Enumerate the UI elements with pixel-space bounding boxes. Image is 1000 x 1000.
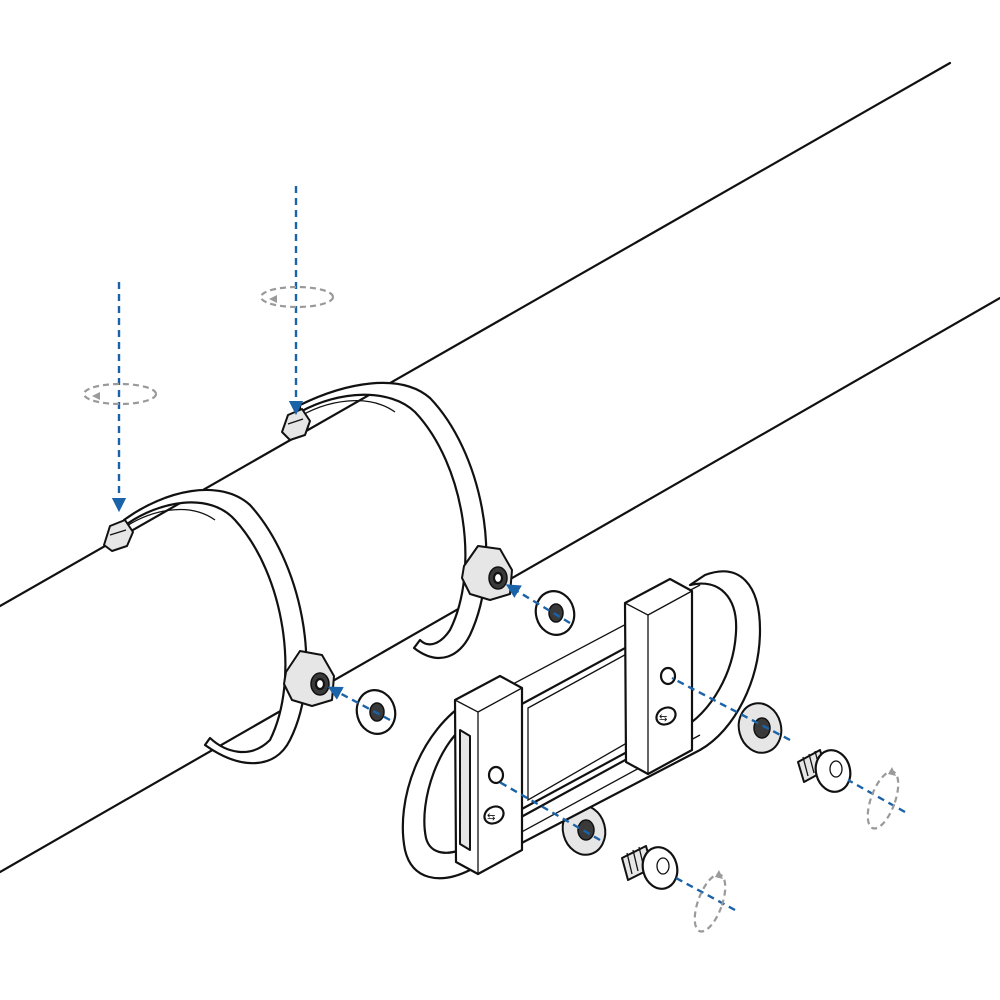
button-head-bolt-upper (797, 749, 852, 793)
bracket-plate-right: ⇆ (623, 577, 694, 776)
button-head-bolt-lower (621, 845, 679, 890)
clamp-band-left (117, 488, 308, 765)
washer-c (737, 702, 783, 754)
bracket-plate-left: ⇆ (453, 674, 524, 876)
clamp-nut-left (283, 650, 335, 707)
clamp-band-right (293, 381, 488, 660)
swap-icon: ⇆ (487, 812, 495, 823)
clamp-tab-right (281, 408, 311, 441)
rotation-arrow-icon (866, 767, 900, 830)
rotation-arrow-icon (693, 870, 727, 933)
rotation-arrow-icon (82, 382, 158, 406)
rotation-arrow-icon (259, 285, 335, 309)
axis-arrow-icon (327, 584, 906, 912)
swap-icon: ⇆ (659, 713, 667, 724)
clamp-tab-left (103, 519, 134, 552)
